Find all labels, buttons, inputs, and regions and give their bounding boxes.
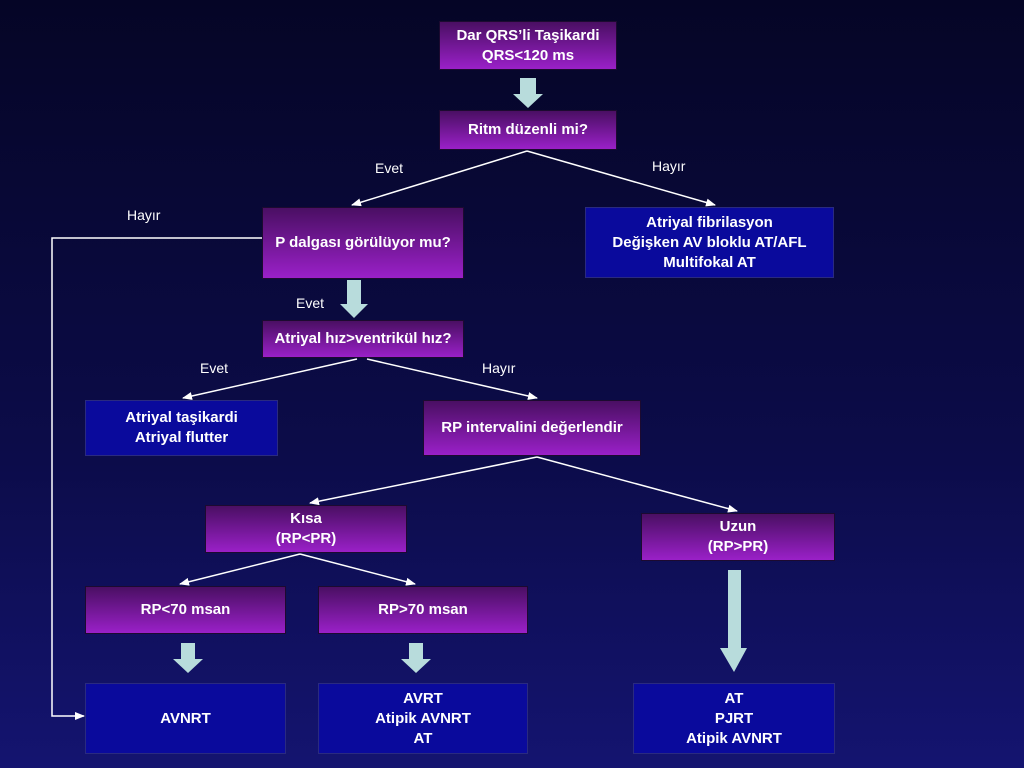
node-atrial-fibrillation-line-2: Değişken AV bloklu AT/AFL — [612, 233, 807, 251]
node-rp-gt-70: RP>70 msan — [318, 586, 528, 634]
node-avrt-line-1: AVRT — [403, 689, 443, 707]
arrow-rp-eval-to-short — [309, 456, 538, 506]
label-hayir-pwave: Hayır — [127, 207, 161, 223]
node-rp-evaluate-line-1: RP intervalini değerlendir — [441, 419, 623, 436]
node-rhythm-regular: Ritm düzenli mi? — [439, 110, 617, 150]
node-atrial-rate: Atriyal hız>ventrikül hız? — [262, 320, 464, 358]
node-rp-lt-70-line-1: RP<70 msan — [140, 601, 231, 618]
node-start-line-1: Dar QRS’li Taşikardi — [456, 26, 600, 44]
node-atrial-fibrillation: Atriyal fibrilasyon Değişken AV bloklu A… — [585, 207, 834, 278]
node-long-rp-line-1: Uzun — [719, 518, 757, 535]
node-rp-lt-70: RP<70 msan — [85, 586, 286, 634]
arrow-short-to-rp-gt70 — [299, 553, 416, 586]
arrow-pwave-no-to-avnrt — [51, 237, 262, 720]
node-at-pjrt-line-3: Atipik AVNRT — [686, 729, 782, 747]
node-atrial-fibrillation-line-3: Multifokal AT — [663, 253, 756, 271]
arrow-rate-to-at-flutter — [182, 358, 358, 400]
node-atrial-tachycardia-flutter: Atriyal taşikardi Atriyal flutter — [85, 400, 278, 456]
node-avrt: AVRT Atipik AVNRT AT — [318, 683, 528, 754]
arrow-short-to-rp-lt70 — [179, 553, 301, 586]
block-arrow-long-to-at — [720, 570, 747, 672]
node-at-pjrt: AT PJRT Atipik AVNRT — [633, 683, 835, 754]
node-avrt-line-2: Atipik AVNRT — [375, 709, 471, 727]
node-at-pjrt-line-2: PJRT — [714, 709, 754, 727]
label-evet-rate: Evet — [200, 360, 229, 376]
arrow-rp-eval-to-long — [536, 456, 738, 513]
arrow-rhythm-to-pwave — [351, 150, 528, 207]
node-avrt-line-3: AT — [413, 729, 433, 747]
node-p-wave-line-1: P dalgası görülüyor mu? — [275, 234, 451, 251]
node-at-pjrt-line-1: AT — [724, 689, 744, 707]
node-start: Dar QRS’li Taşikardi QRS<120 ms — [439, 21, 617, 70]
node-rp-evaluate: RP intervalini değerlendir — [423, 400, 641, 456]
node-rhythm-regular-line-1: Ritm düzenli mi? — [468, 121, 588, 138]
node-atrial-fibrillation-line-1: Atriyal fibrilasyon — [646, 213, 773, 231]
node-atrial-rate-line-1: Atriyal hız>ventrikül hız? — [274, 330, 452, 347]
node-short-rp-line-2: (RP<PR) — [275, 530, 337, 547]
node-avnrt-line-1: AVNRT — [160, 709, 211, 727]
block-arrow-rp-lt70-to-avnrt — [173, 643, 203, 673]
block-arrow-pwave-to-rate — [340, 280, 368, 318]
label-evet-pwave: Evet — [296, 295, 325, 311]
label-hayir-rate: Hayır — [482, 360, 516, 376]
arrow-rate-to-rp-eval — [366, 358, 538, 400]
block-arrow-start-to-rhythm — [513, 78, 543, 108]
node-p-wave: P dalgası görülüyor mu? — [262, 207, 464, 279]
node-long-rp-line-2: (RP>PR) — [707, 538, 769, 555]
node-rp-gt-70-line-1: RP>70 msan — [378, 601, 468, 618]
block-arrow-rp-gt70-to-avrt — [401, 643, 431, 673]
node-atrial-tachycardia-flutter-line-2: Atriyal flutter — [134, 429, 229, 446]
node-avnrt: AVNRT — [85, 683, 286, 754]
node-atrial-tachycardia-flutter-line-1: Atriyal taşikardi — [125, 409, 238, 426]
node-long-rp: Uzun (RP>PR) — [641, 513, 835, 561]
arrow-rhythm-to-af — [526, 150, 716, 207]
label-hayir-rhythm: Hayır — [652, 158, 686, 174]
node-start-line-2: QRS<120 ms — [481, 46, 575, 64]
label-evet-rhythm: Evet — [375, 160, 404, 176]
node-short-rp: Kısa (RP<PR) — [205, 505, 407, 553]
node-short-rp-line-1: Kısa — [290, 510, 322, 527]
